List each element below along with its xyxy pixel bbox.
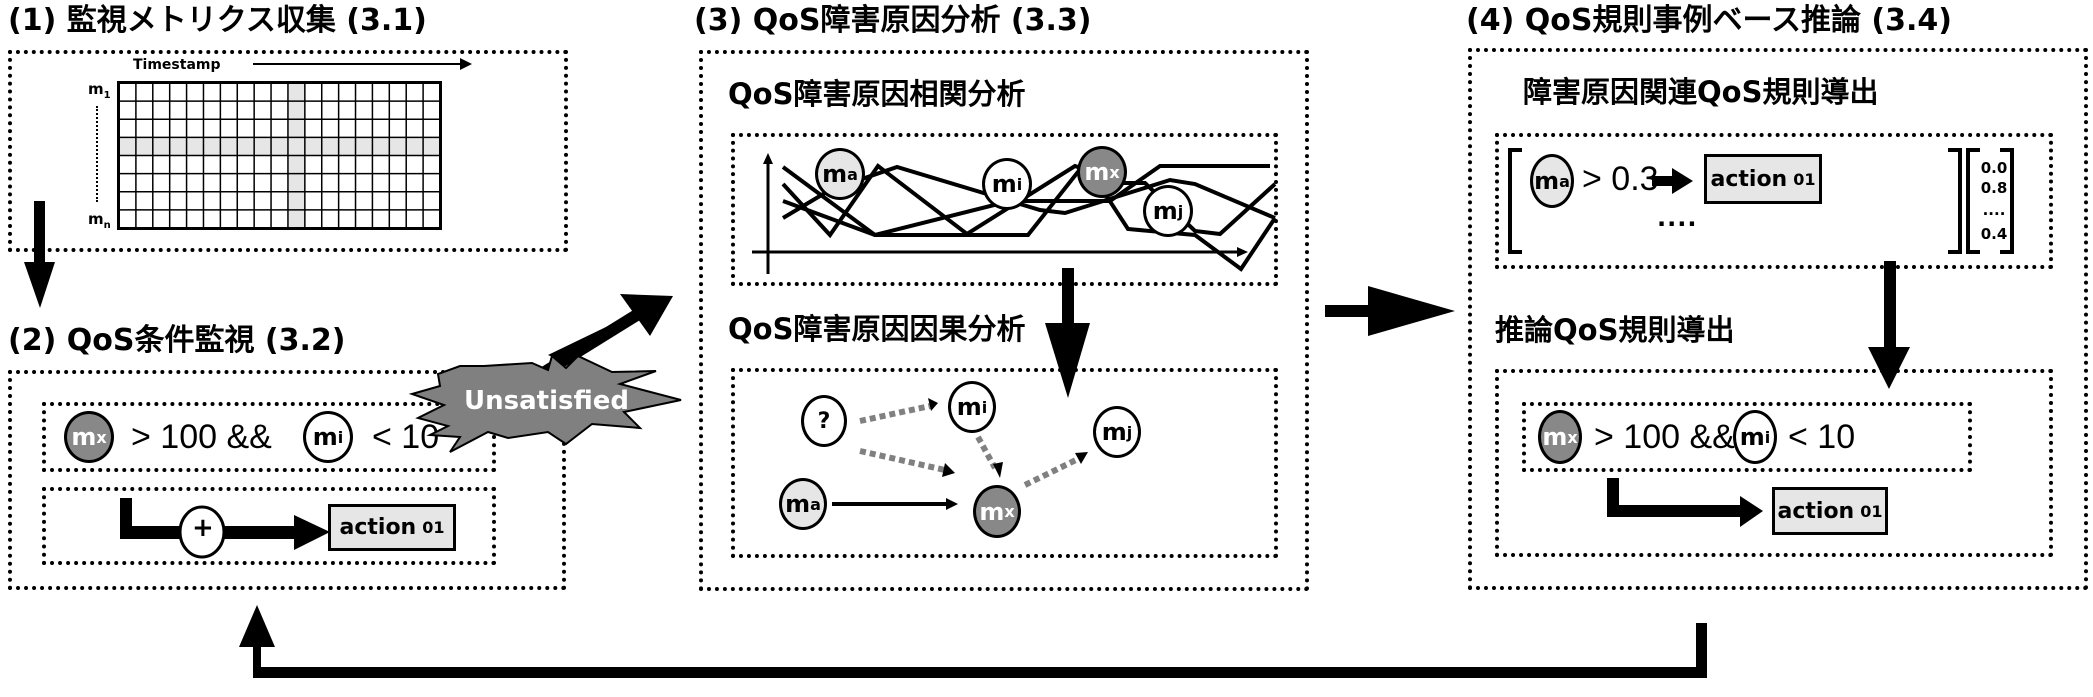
causal-box <box>731 368 1278 558</box>
section-2-title: (2) QoS条件監視 (3.2) <box>8 323 346 358</box>
edge-mi-mx <box>975 435 998 470</box>
metric-row-first-label: m1 <box>88 80 111 101</box>
weight-0: 0.0 <box>1980 159 2008 177</box>
causal-title: QoS障害原因因果分析 <box>728 312 1026 346</box>
correlation-title: QoS障害原因相関分析 <box>728 77 1026 111</box>
condition-op2: < 10 <box>372 418 440 456</box>
metrics-collection-box <box>8 50 568 252</box>
monitor-box <box>8 370 566 590</box>
inferred-title: 推論QoS規則導出 <box>1495 313 1735 347</box>
edge-unknown-mi <box>859 403 931 424</box>
rule-ellipsis: .... <box>1657 204 1698 232</box>
plus-node <box>178 505 226 559</box>
related-rules-box <box>1495 133 2053 269</box>
metric-rows-ellipsis <box>96 106 98 202</box>
section-3-title: (3) QoS障害原因分析 (3.3) <box>694 3 1092 38</box>
weight-vector: 0.0 0.8 .... 0.4 <box>1974 156 2014 246</box>
causal-node-unknown: ? <box>801 395 847 447</box>
weight-3: 0.4 <box>1980 225 2008 243</box>
metric-row-last-label: mn <box>88 210 111 231</box>
inferred-op2: < 10 <box>1788 418 1856 456</box>
timestamp-label: Timestamp <box>133 57 221 73</box>
related-rules-title: 障害原因関連QoS規則導出 <box>1523 75 1879 109</box>
weight-2: .... <box>1982 201 2006 219</box>
inferred-condition-box <box>1522 402 1972 472</box>
highlight-row <box>119 137 440 156</box>
section-4-title: (4) QoS規則事例ベース推論 (3.4) <box>1466 3 1952 38</box>
rule-op: > 0.3 <box>1582 160 1659 198</box>
analysis-box <box>699 50 1309 591</box>
inferred-op1: > 100 && <box>1594 418 1735 456</box>
correlation-box <box>731 133 1278 286</box>
condition-op1: > 100 && <box>131 418 272 456</box>
inferred-box <box>1495 369 2053 557</box>
section-1-title: (1) 監視メトリクス収集 (3.1) <box>8 3 427 38</box>
weight-1: 0.8 <box>1980 179 2008 197</box>
edge-unknown-mx <box>859 448 946 473</box>
metrics-grid <box>117 81 442 230</box>
arrow-head-to-analysis <box>620 294 673 336</box>
monitor-action-box <box>42 487 496 565</box>
grid-border <box>117 81 442 230</box>
timestamp-arrow-head <box>460 58 472 70</box>
unsatisfied-label: Unsatisfied <box>464 386 629 416</box>
series-line-3 <box>782 164 1270 238</box>
monitor-condition-box <box>42 402 496 472</box>
reasoning-box <box>1468 48 2088 590</box>
edge-mx-mj <box>1023 455 1082 488</box>
plus-icon: + <box>192 513 214 543</box>
unsatisfied-burst-shape <box>408 354 682 453</box>
